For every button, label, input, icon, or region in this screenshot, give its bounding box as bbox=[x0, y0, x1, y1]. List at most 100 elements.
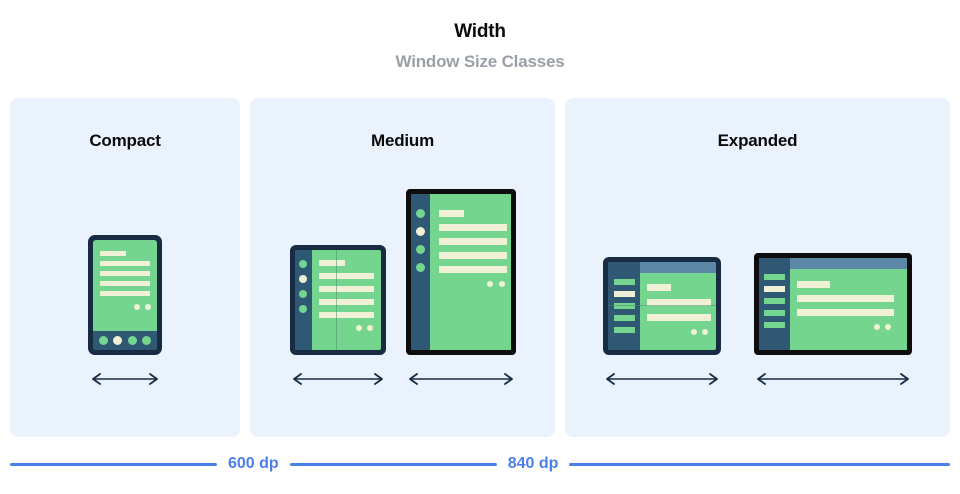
double-headed-arrow-icon bbox=[408, 373, 513, 385]
breakpoint-label-600: 600 dp bbox=[228, 455, 279, 472]
content-bar bbox=[100, 251, 126, 256]
foldable-landscape-nav-rail bbox=[608, 262, 640, 350]
content-bar bbox=[100, 261, 150, 266]
content-bar bbox=[438, 224, 507, 231]
content-bar bbox=[100, 291, 150, 296]
rail-bar bbox=[764, 274, 785, 280]
content-bar bbox=[318, 299, 374, 305]
tablet-landscape-screen bbox=[759, 258, 907, 350]
width-arrow-tablet-landscape bbox=[754, 371, 912, 387]
double-headed-arrow-icon bbox=[606, 373, 718, 385]
panel-compact: Compact bbox=[10, 98, 240, 437]
arrow-group-compact bbox=[10, 371, 240, 387]
content-bar bbox=[647, 299, 711, 306]
content-bar bbox=[438, 210, 464, 217]
device-group-compact bbox=[10, 235, 240, 355]
panel-medium: Medium bbox=[250, 98, 555, 437]
top-app-bar bbox=[790, 258, 907, 269]
content-bar bbox=[318, 286, 374, 292]
phone-content bbox=[93, 240, 157, 350]
rule-segment bbox=[10, 462, 217, 466]
content-bar bbox=[318, 260, 345, 266]
rail-bar bbox=[613, 303, 635, 309]
top-app-bar bbox=[640, 262, 716, 273]
device-tablet-landscape bbox=[754, 253, 912, 355]
size-class-panels: Compact bbox=[10, 98, 950, 437]
tablet-nav-rail bbox=[410, 194, 430, 350]
rail-bar-active bbox=[613, 291, 635, 297]
breakpoint-label-840: 840 dp bbox=[507, 455, 559, 472]
nav-dot-active bbox=[113, 336, 123, 345]
content-dot bbox=[366, 325, 373, 331]
arrow-group-medium bbox=[250, 371, 555, 387]
content-bar bbox=[647, 314, 711, 321]
device-tablet-portrait bbox=[405, 189, 516, 355]
page-subtitle: Window Size Classes bbox=[395, 52, 565, 71]
content-dot bbox=[691, 329, 697, 335]
double-headed-arrow-icon bbox=[92, 373, 158, 385]
rail-dot bbox=[299, 260, 307, 268]
rail-dot bbox=[415, 245, 425, 254]
content-dot bbox=[486, 281, 493, 287]
content-bar bbox=[438, 252, 507, 259]
rail-bar bbox=[764, 310, 785, 316]
content-dot bbox=[145, 304, 151, 310]
device-phone-portrait bbox=[88, 235, 162, 355]
double-headed-arrow-icon bbox=[757, 373, 909, 385]
content-bar bbox=[318, 273, 374, 279]
content-dot bbox=[874, 324, 880, 330]
content-bar bbox=[100, 271, 150, 276]
content-bar bbox=[318, 312, 374, 318]
content-dot bbox=[885, 324, 891, 330]
rail-bar bbox=[764, 322, 785, 328]
phone-screen bbox=[93, 240, 157, 350]
content-dot bbox=[498, 281, 505, 287]
rail-dot bbox=[299, 290, 307, 298]
content-bar bbox=[647, 284, 671, 291]
device-foldable-landscape bbox=[603, 257, 721, 355]
width-arrow-phone bbox=[89, 371, 161, 387]
arrow-group-expanded bbox=[565, 371, 950, 387]
width-arrow-foldable-landscape bbox=[603, 371, 721, 387]
nav-dot bbox=[142, 336, 152, 345]
content-bar bbox=[797, 295, 894, 302]
rail-bar-active bbox=[764, 286, 785, 292]
content-bar bbox=[438, 238, 507, 245]
rail-dot bbox=[415, 209, 425, 218]
foldable-landscape-screen bbox=[608, 262, 716, 350]
width-arrow-foldable-portrait bbox=[290, 371, 386, 387]
fold-line bbox=[335, 250, 337, 350]
foldable-content bbox=[312, 250, 381, 350]
tablet-content bbox=[430, 194, 511, 350]
rail-bar bbox=[613, 279, 635, 285]
content-dot bbox=[134, 304, 140, 310]
rail-bar bbox=[764, 298, 785, 304]
chart-header: Width Window Size Classes bbox=[0, 0, 960, 70]
device-group-medium bbox=[250, 189, 555, 355]
phone-bottom-nav bbox=[93, 331, 157, 350]
content-dot bbox=[355, 325, 362, 331]
panel-expanded: Expanded bbox=[565, 98, 950, 437]
tablet-landscape-nav-rail bbox=[759, 258, 790, 350]
tablet-screen bbox=[410, 194, 511, 350]
width-arrow-tablet-portrait bbox=[406, 371, 516, 387]
rule-segment bbox=[289, 462, 497, 466]
content-bar bbox=[438, 266, 507, 273]
rail-dot bbox=[299, 305, 307, 313]
panel-title-medium: Medium bbox=[370, 131, 435, 150]
double-headed-arrow-icon bbox=[292, 373, 383, 385]
content-bar bbox=[797, 281, 830, 288]
foldable-nav-rail bbox=[294, 250, 312, 350]
nav-dot bbox=[98, 336, 108, 345]
rail-bar bbox=[613, 315, 635, 321]
foldable-screen bbox=[294, 250, 381, 350]
tablet-landscape-content bbox=[790, 258, 907, 350]
nav-dot bbox=[127, 336, 137, 345]
rule-segment bbox=[569, 462, 950, 466]
content-bar bbox=[797, 309, 894, 316]
panel-title-compact: Compact bbox=[89, 131, 161, 150]
panel-title-expanded: Expanded bbox=[717, 131, 798, 150]
rail-bar bbox=[613, 327, 635, 333]
page-title: Width bbox=[454, 21, 506, 42]
device-group-expanded bbox=[565, 253, 950, 355]
